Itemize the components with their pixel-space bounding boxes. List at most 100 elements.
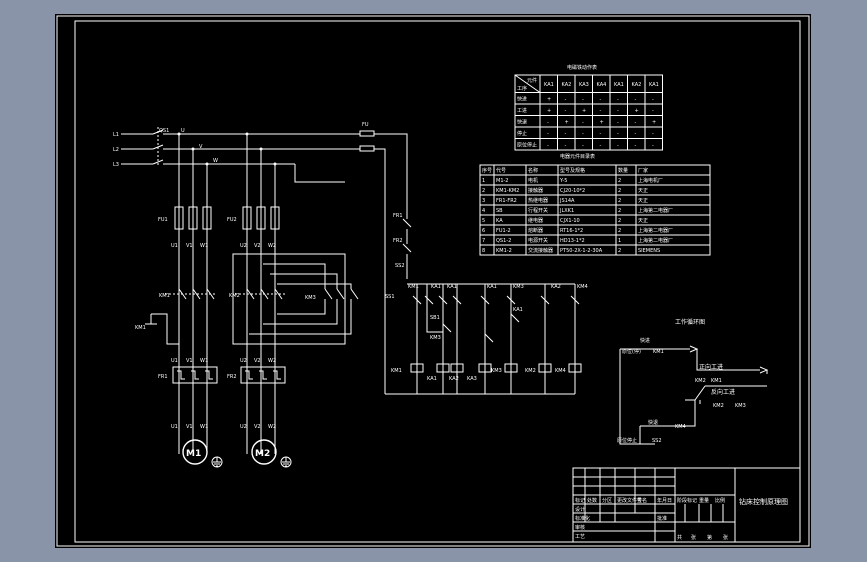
ctrl-km4: KM4 [577,284,588,290]
parts-cell: RT16-1*2 [560,228,583,234]
cycle-km4: KM4 [675,424,686,430]
state-cell: - [565,143,567,149]
state-row-name: 快退 [517,119,527,126]
title-block-cell: 重量 [699,497,709,504]
parts-cell: 1 [618,238,621,244]
state-cell: - [600,97,602,103]
b2-v: V2 [254,243,261,249]
b2-w3: W2 [268,424,276,430]
parts-header: 序号 [482,167,492,174]
parts-cell: 上海第二电器厂 [638,227,673,234]
label-w: W [213,158,218,164]
parts-cell: 天正 [638,218,648,224]
state-cell: + [635,108,639,114]
state-cell: - [617,108,619,114]
motor-m1 [182,439,208,465]
state-cell: - [582,97,584,103]
title-block-cell: 标记 [575,497,585,504]
title-block-cell: 处数 [587,497,597,504]
title-block-cell: 第 [707,534,712,541]
title-block-cell: 比例 [715,497,725,504]
ctrl-ka1d: KA1 [513,307,523,313]
coil-ka2: KA2 [449,376,459,382]
state-col-header: KA4 [597,82,607,88]
b1-v2: V1 [186,358,193,364]
b1-w: W1 [200,243,208,249]
ctrl-ka1b: KA1 [447,284,457,290]
label-fr2: FR2 [227,374,237,380]
parts-cell: 天正 [638,188,648,194]
state-cell: + [582,108,586,114]
label-km1-main: KM1 [159,293,170,299]
parts-cell: 继电器 [528,217,543,224]
coil-km2: KM2 [525,368,536,374]
b1-v3: V1 [186,424,193,430]
label-fu2: FU2 [227,217,237,223]
b1-v: V1 [186,243,193,249]
parts-cell: 2 [618,188,621,194]
state-col-header: KA1 [649,82,659,88]
state-cell: - [635,120,637,126]
parts-header: 数量 [618,167,628,174]
state-cell: - [582,143,584,149]
ctrl-km3: KM3 [513,284,524,290]
parts-cell: JS14A [559,198,575,204]
parts-cell: 热继电器 [528,197,548,204]
b2-v2: V2 [254,358,261,364]
title-block-cell: 批准 [657,515,667,522]
cycle-title: 工作循环图 [675,318,705,326]
b2-u2: U2 [240,358,247,364]
cycle-work: 正向工进 [699,363,723,371]
state-cell: - [582,120,584,126]
parts-cell: 8 [482,248,485,254]
state-cell: - [635,131,637,137]
b1-u2: U1 [171,358,178,364]
title-block-name: 钻床控制原理图 [739,497,788,506]
parts-cell: 上海电机厂 [638,177,663,184]
title-block-cell: 签名 [637,497,647,504]
ctrl-ka1: KA1 [431,284,441,290]
label-km1-aux: KM1 [135,325,146,331]
title-block-cell: 更改文件号 [617,497,642,504]
parts-cell: 行程开关 [528,207,548,214]
state-cell: - [635,97,637,103]
ctrl-fr1: FR1 [393,213,403,219]
cycle-fast: 快进 [640,337,650,344]
coil-km4: KM4 [555,368,566,374]
b2-v3: V2 [254,424,261,430]
parts-cell: 上海第二电器厂 [638,237,673,244]
state-cell: - [617,97,619,103]
parts-cell: QS1-2 [496,238,511,244]
parts-cell: M1-2 [496,178,508,184]
label-v: V [199,144,203,150]
title-block: 钻床控制原理图 标记处数分区更改文件号签名年月日设计标准化阶段标记重量比例审核工… [572,467,801,543]
b2-u: U2 [240,243,247,249]
state-cell: - [600,143,602,149]
ctrl-ss2: SS2 [395,263,405,269]
parts-cell: 6 [482,228,485,234]
title-block-cell: 标准化 [575,515,590,522]
cycle-km2b: KM2 [713,403,724,409]
parts-cell: CJ20-10*2 [560,188,585,194]
state-corner-bot: 工序 [517,85,527,92]
ctrl-ka2: KA2 [551,284,561,290]
ctrl-sb1: SB1 [430,315,440,321]
state-row-name: 工进 [517,107,527,114]
cycle-km1b: KM1 [711,378,722,384]
ground-icon [211,456,292,468]
state-col-header: KA2 [562,82,572,88]
label-m1: M1 [186,449,201,459]
parts-header: 厂家 [638,167,648,174]
state-cell: - [547,120,549,126]
parts-cell: 2 [482,188,485,194]
title-block-cell: 阶段标记 [677,497,697,504]
state-row-name: 原位停止 [517,142,537,149]
cycle-km2: KM2 [695,378,706,384]
ctrl-ss1: SS1 [385,294,395,300]
drawing-sheet: L1 L2 L3 QS1 U V W FU FU1 FU2 U1 V1 [55,14,811,548]
parts-cell: FR1-FR2 [496,198,517,204]
cycle-ss2: SS2 [652,438,662,444]
title-block-cell: 审核 [575,524,585,531]
title-block-cell: 工艺 [575,534,585,540]
